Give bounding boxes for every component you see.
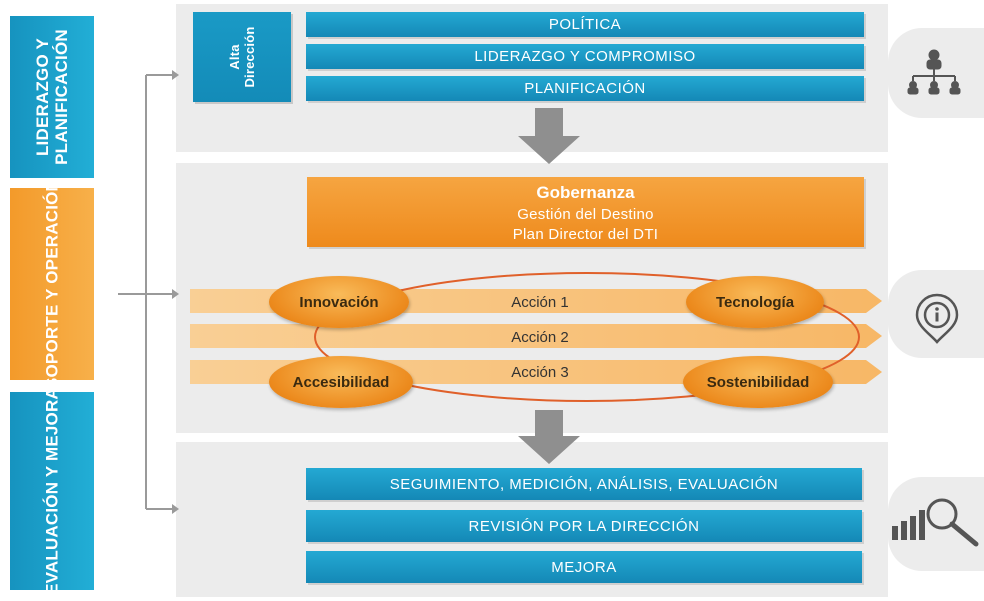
gobernanza-line2: Plan Director del DTI — [512, 226, 659, 243]
gobernanza-box: Gobernanza Gestión del Destino Plan Dire… — [307, 177, 864, 247]
org-chart-icon — [907, 49, 961, 95]
pillar-tecnologia: Tecnología — [686, 276, 824, 328]
pillar-sostenibilidad: Sostenibilidad — [683, 356, 833, 408]
pillar-accesibilidad: Accesibilidad — [269, 356, 413, 408]
bar-seguimiento: SEGUIMIENTO, MEDICIÓN, ANÁLISIS, EVALUAC… — [306, 468, 862, 500]
accion-3-label: Acción 3 — [511, 364, 569, 381]
action-arrow-2 — [190, 324, 882, 348]
tab-org — [888, 28, 984, 118]
alta-direccion-label: Alta Dirección — [227, 26, 257, 88]
bracket-connector — [118, 70, 179, 514]
bar-chart-magnifier-icon — [892, 498, 979, 547]
side-evaluacion-label: EVALUACIÓN Y MEJORA — [42, 387, 62, 595]
bar-planificacion: PLANIFICACIÓN — [306, 76, 864, 101]
accion-2-label: Acción 2 — [511, 329, 569, 346]
pillar-innovacion: Innovación — [269, 276, 409, 328]
bar-revision: REVISIÓN POR LA DIRECCIÓN — [306, 510, 862, 542]
side-soporte-label: SOPORTE Y OPERACIÓN — [42, 178, 62, 390]
accion-1-label: Acción 1 — [511, 294, 569, 311]
bar-politica: POLÍTICA — [306, 12, 864, 37]
gobernanza-line1: Gestión del Destino — [517, 206, 654, 223]
bar-mejora: MEJORA — [306, 551, 862, 583]
gobernanza-title: Gobernanza — [536, 183, 635, 202]
info-location-icon — [915, 293, 959, 344]
side-soporte: SOPORTE Y OPERACIÓN — [10, 179, 94, 389]
alta-direccion-box: Alta Dirección — [193, 12, 291, 102]
bar-liderazgo-compromiso: LIDERAZGO Y COMPROMISO — [306, 44, 864, 69]
pillar-circle — [314, 272, 860, 402]
side-evaluacion: EVALUACIÓN Y MEJORA — [10, 387, 94, 595]
down-arrow-2 — [518, 410, 580, 464]
side-liderazgo-label: LIDERAZGO Y PLANIFICACIÓN — [33, 29, 71, 165]
down-arrow-1 — [518, 108, 580, 164]
side-liderazgo: LIDERAZGO Y PLANIFICACIÓN — [10, 16, 94, 178]
